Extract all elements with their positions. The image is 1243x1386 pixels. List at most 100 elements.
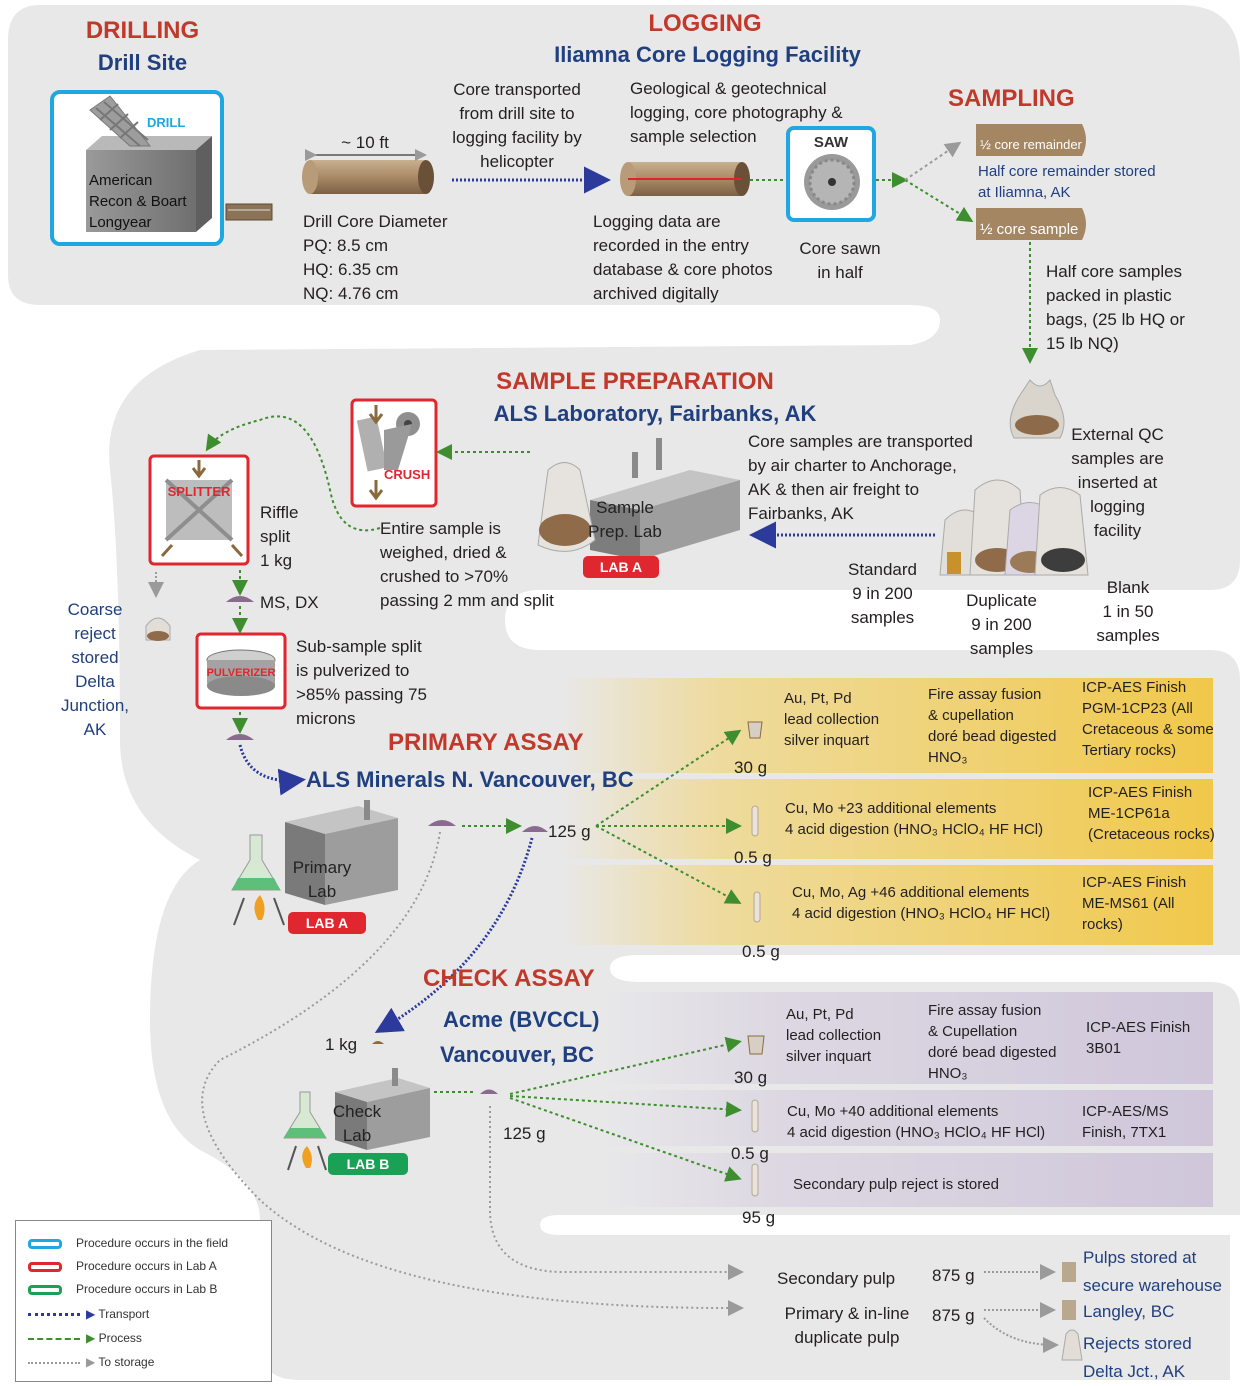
primary-lab-badge: LAB A (288, 912, 366, 934)
check-band-3 (600, 1153, 1213, 1207)
crush-note: Entire sample is weighed, dried & crushe… (380, 519, 554, 610)
check-split-mass: 125 g (503, 1124, 546, 1143)
legend-lab-a-swatch (28, 1261, 62, 1272)
check-assay-subtitle-2: Vancouver, BC (440, 1042, 595, 1067)
drilling-subtitle: Drill Site (97, 50, 188, 75)
duplicate-qc-label: Duplicate 9 in 200 samples (966, 591, 1037, 658)
check-lab-badge: LAB B (328, 1153, 408, 1175)
sample-prep-lab-badge: LAB A (583, 556, 659, 578)
splitter-label: SPLITTER (167, 484, 231, 499)
coarse-reject-note: Coarse reject stored Delta Junction, AK (60, 600, 130, 739)
primary-row1-mass: 30 g (734, 758, 768, 777)
half-core-remainder-note: Half core remainder stored at Iliamna, A… (978, 163, 1156, 201)
legend-lab-b: Procedure occurs in Lab B (28, 1281, 217, 1297)
secondary-pulp-mass: 875 g (932, 1266, 975, 1285)
drilling-title: DRILLING (85, 17, 200, 44)
legend-process-line (28, 1337, 80, 1340)
arrow-right-icon: ▶ (86, 1331, 96, 1345)
pulps-stored-location: Langley, BC (1083, 1302, 1175, 1321)
check-band-2 (600, 1090, 1213, 1146)
primary-row2-analytes: Cu, Mo +23 additional elements 4 acid di… (785, 800, 1044, 838)
contractor-label: American Recon & Boart Longyear (89, 172, 187, 231)
drill-label: DRILL (147, 115, 186, 130)
primary-band-1 (560, 678, 1213, 773)
logging-note: Geological & geotechnical logging, core … (630, 79, 843, 146)
legend-lab-b-text: Procedure occurs in Lab B (76, 1282, 218, 1296)
check-row2-analytes: Cu, Mo +40 additional elements 4 acid di… (787, 1103, 1046, 1141)
sample-prep-lab-label: Sample Prep. Lab (588, 498, 662, 541)
helicopter-transport-note: Core transported from drill site to logg… (452, 80, 582, 171)
legend-storage-text: To storage (98, 1355, 155, 1369)
arrow-right-icon: ▶ (86, 1307, 96, 1321)
check-input-mass: 1 kg (325, 1035, 358, 1054)
legend-lab-b-swatch (28, 1284, 62, 1295)
primary-row2-finish: ICP-AES Finish ME-1CP61a (Cretaceous roc… (1088, 784, 1215, 843)
half-core-sample-label: ½ core sample (980, 221, 1079, 238)
rejects-stored-note: Rejects stored Delta Jct., AK (1083, 1334, 1192, 1381)
legend-field: Procedure occurs in the field (28, 1235, 228, 1251)
primary-assay-subtitle: ALS Minerals N. Vancouver, BC (306, 767, 634, 792)
secondary-pulp-label: Secondary pulp (777, 1269, 896, 1288)
pulverizer-label: PULVERIZER (206, 667, 276, 679)
pulps-stored-note: Pulps stored at secure warehouse (1083, 1248, 1222, 1295)
ms-dx-label: MS, DX (260, 593, 319, 612)
logging-title: LOGGING (648, 10, 762, 37)
primary-row1-finish: ICP-AES Finish PGM-1CP23 (All Cretaceous… (1082, 679, 1214, 759)
check-row1-analytes: Au, Pt, Pd lead collection silver inquar… (786, 1006, 882, 1065)
legend-storage-line (28, 1361, 80, 1364)
packing-note: Half core samples packed in plastic bags… (1046, 262, 1185, 353)
legend-transport: ▶ Transport (28, 1306, 149, 1322)
primary-lab-label: Primary Lab (292, 858, 352, 901)
riffle-split-note: Riffle split 1 kg (260, 503, 299, 570)
qc-bags-cluster (939, 479, 1089, 576)
core-diameter-text: Drill Core Diameter PQ: 8.5 cm HQ: 6.35 … (303, 212, 448, 303)
primary-assay-title: PRIMARY ASSAY (388, 729, 584, 756)
check-row1-mass: 30 g (734, 1068, 768, 1087)
logging-subtitle: Iliamna Core Logging Facility (554, 42, 861, 67)
check-row2-finish: ICP-AES/MS Finish, 7TX1 (1082, 1103, 1169, 1141)
legend-transport-text: Transport (98, 1307, 150, 1321)
sampling-title: SAMPLING (948, 85, 1075, 112)
primary-row3-mass: 0.5 g (742, 942, 780, 961)
legend-transport-line (28, 1313, 80, 1317)
crush-label: CRUSH (384, 467, 431, 482)
check-row3-mass: 95 g (742, 1208, 776, 1227)
check-assay-subtitle-1: Acme (BVCCL) (443, 1007, 600, 1032)
legend-lab-a-text: Procedure occurs in Lab A (76, 1259, 217, 1273)
primary-row3-finish: ICP-AES Finish ME-MS61 (All rocks) (1082, 874, 1187, 933)
sample-prep-title: SAMPLE PREPARATION (496, 368, 774, 395)
external-qc-note: External QC samples are inserted at logg… (1071, 425, 1164, 540)
primary-row2-mass: 0.5 g (734, 848, 772, 867)
air-transport-note: Core samples are transported by air char… (748, 432, 973, 523)
check-band-1 (600, 992, 1213, 1084)
check-row1-method: Fire assay fusion & Cupellation doré bea… (928, 1002, 1057, 1082)
check-row1-finish: ICP-AES Finish 3B01 (1086, 1019, 1191, 1057)
blank-qc-label: Blank 1 in 50 samples (1096, 578, 1160, 645)
primary-row1-analytes: Au, Pt, Pd lead collection silver inquar… (784, 690, 880, 749)
legend-lab-a: Procedure occurs in Lab A (28, 1258, 217, 1274)
saw-note: Core sawn in half (799, 239, 881, 282)
primary-pulp-mass: 875 g (932, 1306, 975, 1325)
sample-prep-subtitle: ALS Laboratory, Fairbanks, AK (493, 401, 817, 426)
pulverize-note: Sub-sample split is pulverized to >85% p… (296, 637, 427, 728)
check-row2-mass: 0.5 g (731, 1144, 769, 1163)
legend: Procedure occurs in the field Procedure … (15, 1220, 272, 1382)
check-row3-note: Secondary pulp reject is stored (793, 1176, 999, 1193)
primary-row3-analytes: Cu, Mo, Ag +46 additional elements 4 aci… (792, 884, 1051, 922)
check-assay-title: CHECK ASSAY (423, 965, 595, 992)
legend-process-text: Process (98, 1331, 142, 1345)
core-length-label: ~ 10 ft (341, 133, 389, 152)
primary-split-mass: 125 g (548, 822, 591, 841)
primary-row1-method: Fire assay fusion & cupellation doré bea… (928, 686, 1057, 766)
standard-qc-label: Standard 9 in 200 samples (848, 560, 917, 627)
logging-data-note: Logging data are recorded in the entry d… (593, 212, 773, 303)
legend-field-text: Procedure occurs in the field (76, 1236, 229, 1250)
legend-process: ▶ Process (28, 1330, 142, 1346)
arrow-right-icon: ▶ (86, 1355, 96, 1369)
legend-field-swatch (28, 1238, 62, 1249)
saw-label: SAW (813, 134, 849, 151)
check-lab-label: Check Lab (332, 1102, 382, 1145)
legend-storage: ▶ To storage (28, 1354, 154, 1370)
primary-band-3 (560, 865, 1213, 945)
